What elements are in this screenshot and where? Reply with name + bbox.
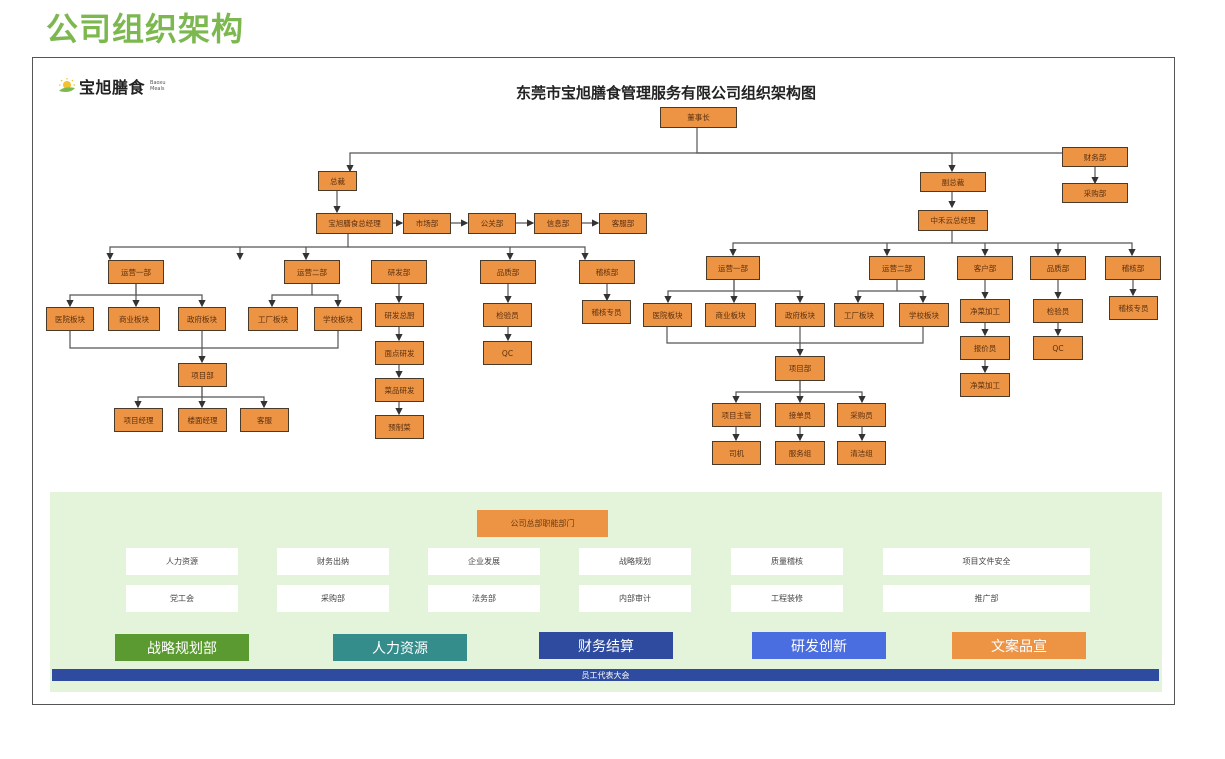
node-right-customer[interactable]: 客户部: [957, 256, 1013, 280]
node-right-commercial[interactable]: 商业板块: [705, 303, 756, 327]
function-internal-audit[interactable]: 内部审计: [579, 585, 691, 612]
node-purchasing[interactable]: 采购部: [1062, 183, 1128, 203]
node-right-inspector[interactable]: 检验员: [1033, 299, 1083, 323]
node-pr[interactable]: 公关部: [468, 213, 516, 234]
node-info[interactable]: 信息部: [534, 213, 582, 234]
node-left-customer-service[interactable]: 客服: [240, 408, 289, 432]
node-right-gm[interactable]: 中禾云总经理: [918, 210, 988, 231]
node-rd-prepared[interactable]: 预制菜: [375, 415, 424, 439]
pillar-finance[interactable]: 财务结算: [539, 632, 673, 659]
pillar-strategy[interactable]: 战略规划部: [115, 634, 249, 661]
node-right-project[interactable]: 项目部: [775, 356, 825, 381]
node-right-hospital[interactable]: 医院板块: [643, 303, 692, 327]
page-title: 公司组织架构: [46, 10, 245, 48]
function-cashier[interactable]: 财务出纳: [277, 548, 389, 575]
node-left-factory[interactable]: 工厂板块: [248, 307, 298, 331]
node-right-school[interactable]: 学校板块: [899, 303, 949, 327]
function-union[interactable]: 党工会: [126, 585, 238, 612]
function-purchasing[interactable]: 采购部: [277, 585, 389, 612]
chart-title: 东莞市宝旭膳食管理服务有限公司组织架构图: [516, 84, 817, 102]
node-rd-pastry[interactable]: 面点研发: [375, 341, 424, 365]
node-right-driver[interactable]: 司机: [712, 441, 761, 465]
node-left-gm[interactable]: 宝旭膳食总经理: [316, 213, 393, 234]
node-left-rd[interactable]: 研发部: [371, 260, 427, 284]
pillar-rd[interactable]: 研发创新: [752, 632, 886, 659]
node-right-project-supervisor[interactable]: 项目主管: [712, 403, 761, 427]
node-right-service-team[interactable]: 服务组: [775, 441, 825, 465]
node-service[interactable]: 客服部: [599, 213, 647, 234]
node-left-ops1[interactable]: 运营一部: [108, 260, 164, 284]
node-right-ops1[interactable]: 运营一部: [706, 256, 760, 280]
node-left-audit[interactable]: 稽核部: [579, 260, 635, 284]
pillar-copywriting[interactable]: 文案品宣: [952, 632, 1086, 659]
node-right-quality[interactable]: 品质部: [1030, 256, 1086, 280]
sun-field-logo-icon: [58, 77, 76, 95]
pillar-hr[interactable]: 人力资源: [333, 634, 467, 661]
node-left-qc[interactable]: QC: [483, 341, 532, 365]
node-right-audit-specialist[interactable]: 稽核专员: [1109, 296, 1158, 320]
node-right-ops2[interactable]: 运营二部: [869, 256, 925, 280]
brand-sub-line2: Meals: [150, 86, 165, 92]
node-left-hospital[interactable]: 医院板块: [46, 307, 94, 331]
node-left-commercial[interactable]: 商业板块: [108, 307, 160, 331]
function-enterprise-dev[interactable]: 企业发展: [428, 548, 540, 575]
function-legal[interactable]: 法务部: [428, 585, 540, 612]
brand-name: 宝旭膳食: [79, 78, 146, 97]
node-vp[interactable]: 副总裁: [920, 172, 986, 192]
node-right-factory[interactable]: 工厂板块: [834, 303, 884, 327]
node-right-cleaning-team[interactable]: 清洁组: [837, 441, 886, 465]
node-left-government[interactable]: 政府板块: [178, 307, 226, 331]
node-right-government[interactable]: 政府板块: [775, 303, 825, 327]
node-chairman[interactable]: 董事长: [660, 107, 737, 128]
node-right-buyer[interactable]: 采购员: [837, 403, 886, 427]
brand-logo: 宝旭膳食 Baoxu Meals: [58, 74, 166, 98]
node-finance[interactable]: 财务部: [1062, 147, 1128, 167]
employee-congress-bar[interactable]: 员工代表大会: [52, 669, 1159, 681]
function-strategy[interactable]: 战略规划: [579, 548, 691, 575]
node-rd-chef[interactable]: 研发总厨: [375, 303, 424, 327]
node-left-floor-manager[interactable]: 楼面经理: [178, 408, 227, 432]
node-rd-dishes[interactable]: 菜品研发: [375, 378, 424, 402]
node-market[interactable]: 市场部: [403, 213, 451, 234]
function-engineering[interactable]: 工程装修: [731, 585, 843, 612]
brand-subtitle: Baoxu Meals: [150, 80, 166, 92]
function-file-security[interactable]: 项目文件安全: [883, 548, 1090, 575]
node-right-clean-veg-2[interactable]: 净菜加工: [960, 373, 1010, 397]
node-left-quality[interactable]: 品质部: [480, 260, 536, 284]
node-left-inspector[interactable]: 检验员: [483, 303, 532, 327]
node-right-qc[interactable]: QC: [1033, 336, 1083, 360]
node-right-quoter[interactable]: 报价员: [960, 336, 1010, 360]
function-promotion[interactable]: 推广部: [883, 585, 1090, 612]
function-quality-audit[interactable]: 质量稽核: [731, 548, 843, 575]
node-right-audit[interactable]: 稽核部: [1105, 256, 1161, 280]
node-left-project[interactable]: 项目部: [178, 363, 227, 387]
node-left-audit-specialist[interactable]: 稽核专员: [582, 300, 631, 324]
node-left-school[interactable]: 学校板块: [314, 307, 362, 331]
node-president[interactable]: 总裁: [318, 171, 357, 191]
function-hr[interactable]: 人力资源: [126, 548, 238, 575]
hq-functions-header: 公司总部职能部门: [477, 510, 608, 537]
node-left-ops2[interactable]: 运营二部: [284, 260, 340, 284]
node-right-clean-veg-1[interactable]: 净菜加工: [960, 299, 1010, 323]
brand-sub-line1: Baoxu: [150, 80, 166, 86]
node-left-project-manager[interactable]: 项目经理: [114, 408, 163, 432]
node-right-order-taker[interactable]: 接单员: [775, 403, 825, 427]
